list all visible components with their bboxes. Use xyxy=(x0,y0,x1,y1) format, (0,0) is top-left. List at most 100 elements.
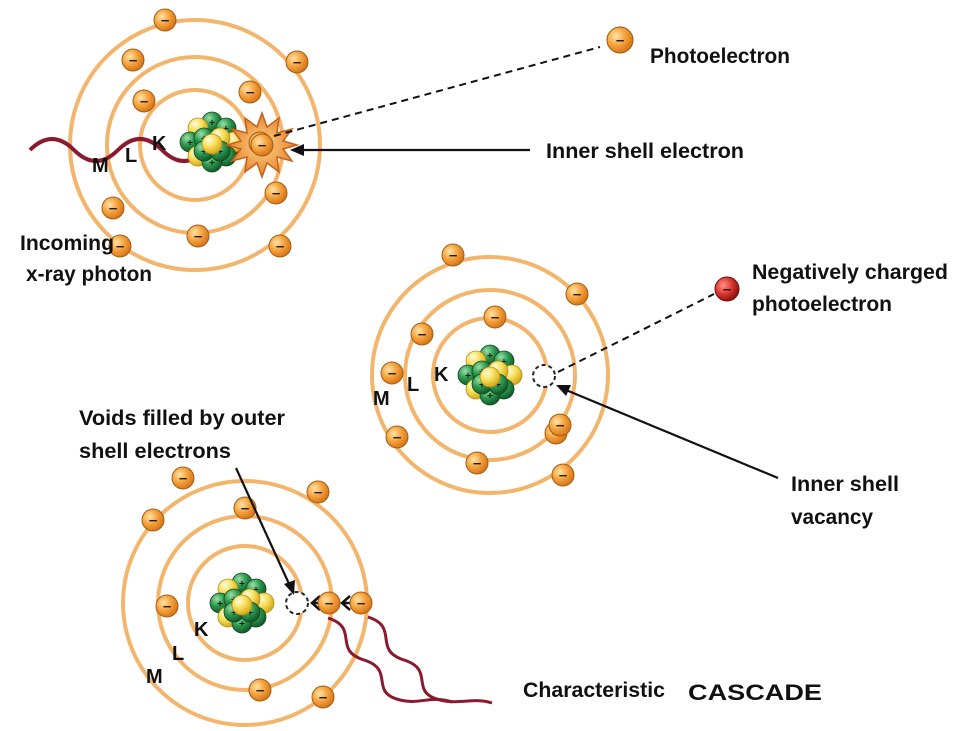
photoelectron-icon: − xyxy=(606,26,634,54)
proton-sign: + xyxy=(209,118,216,127)
svg-text:−: − xyxy=(160,14,170,28)
photoelectron-label: Photoelectron xyxy=(650,45,790,68)
svg-text:−: − xyxy=(257,139,267,153)
proton-sign: + xyxy=(223,124,230,133)
electron-icon: − xyxy=(238,80,262,104)
shell-label-m: M xyxy=(92,155,109,177)
svg-text:−: − xyxy=(178,472,188,486)
svg-text:−: − xyxy=(245,86,255,100)
electron-icon: − xyxy=(121,48,145,72)
proton-sign: + xyxy=(501,357,508,366)
proton-sign: + xyxy=(487,351,494,360)
proton-sign: + xyxy=(247,608,254,617)
electron-icon: − xyxy=(268,234,292,258)
electron-icon: − xyxy=(548,413,572,437)
svg-text:−: − xyxy=(555,419,565,433)
electron-icon: − xyxy=(285,50,309,74)
shell-label-m: M xyxy=(373,388,390,410)
shell-label-l: L xyxy=(172,643,184,665)
pointer-arrowhead-icon xyxy=(284,580,295,595)
cascade-arrowhead-icon xyxy=(340,595,351,611)
neutron-icon xyxy=(231,594,253,616)
electron-icon: − xyxy=(101,196,125,220)
svg-text:−: − xyxy=(318,691,328,705)
proton-sign: + xyxy=(201,147,208,156)
orbit-l xyxy=(403,288,577,462)
proton-sign: + xyxy=(239,579,246,588)
orbit-m xyxy=(370,255,610,495)
svg-text:−: − xyxy=(271,187,281,201)
proton-sign: + xyxy=(217,147,224,156)
electron-icon: − xyxy=(385,425,409,449)
electron-icon: − xyxy=(311,685,335,709)
pointer-arrowhead-icon xyxy=(556,385,571,396)
nucleus-icon: ++++++++ xyxy=(457,344,523,406)
pointer-arrowhead-icon xyxy=(290,144,304,156)
electron-icon: − xyxy=(565,282,589,306)
neg-photoelectron-icon: − xyxy=(714,276,740,302)
svg-text:−: − xyxy=(162,600,172,614)
electron-icon: − xyxy=(441,243,465,267)
electron-icon: − xyxy=(153,8,177,32)
neg-photoelectron-label-line1: Negatively charged xyxy=(752,261,948,284)
shell-label-k: K xyxy=(152,133,167,155)
proton-sign: + xyxy=(239,619,246,628)
incoming-label-line1: Incoming xyxy=(20,232,114,255)
svg-text:−: − xyxy=(615,34,625,48)
svg-text:−: − xyxy=(115,240,125,254)
shell-label-k: K xyxy=(194,619,209,641)
vacancy-pointer xyxy=(565,388,779,480)
shell-label-l: L xyxy=(125,145,137,167)
svg-text:−: − xyxy=(193,230,203,244)
nucleus-icon: ++++++++ xyxy=(209,572,275,634)
proton-sign: + xyxy=(187,138,194,147)
shell-label-l: L xyxy=(407,374,419,396)
svg-text:−: − xyxy=(139,95,149,109)
electron-icon: − xyxy=(410,322,434,346)
shell-label-k: K xyxy=(434,364,449,386)
electron-icon: − xyxy=(171,466,195,490)
svg-text:−: − xyxy=(392,431,402,445)
proton-sign: + xyxy=(465,371,472,380)
electron-icon: − xyxy=(551,463,575,487)
cascade-arrowhead-icon xyxy=(310,595,321,611)
proton-sign: + xyxy=(479,380,486,389)
svg-text:−: − xyxy=(387,367,397,381)
voids-label-line2: shell electrons xyxy=(79,440,231,463)
svg-text:−: − xyxy=(240,502,250,516)
vacancy-icon xyxy=(532,364,556,388)
svg-text:−: − xyxy=(148,514,158,528)
vacancy-icon xyxy=(285,591,309,615)
vacancy-label-line1: Inner shell xyxy=(791,473,899,496)
svg-text:−: − xyxy=(324,597,334,611)
photon-wave-icon xyxy=(367,615,493,705)
neg-photoelectron-label-line2: photoelectron xyxy=(752,293,892,316)
svg-text:−: − xyxy=(472,457,482,471)
inner-shell-electron-label: Inner shell electron xyxy=(546,140,744,163)
atom-3: ++++++++ xyxy=(121,479,493,727)
proton-sign: + xyxy=(253,585,260,594)
electron-icon: − xyxy=(186,224,210,248)
svg-text:−: − xyxy=(722,283,732,297)
svg-text:−: − xyxy=(448,249,458,263)
svg-text:−: − xyxy=(255,684,265,698)
electron-icon: − xyxy=(465,451,489,475)
svg-text:−: − xyxy=(356,597,366,611)
electron-icon: − xyxy=(349,591,373,615)
electron-icon: − xyxy=(155,594,179,618)
atom-2: ++++++++ xyxy=(370,255,610,495)
incoming-label-line2: x-ray photon xyxy=(26,263,152,286)
photoelectron-path xyxy=(273,46,601,137)
svg-text:−: − xyxy=(313,486,323,500)
svg-text:−: − xyxy=(275,240,285,254)
electron-icon: − xyxy=(317,591,341,615)
neg-photoelectron-path xyxy=(557,293,715,373)
svg-text:−: − xyxy=(292,56,302,70)
electron-icon: − xyxy=(248,678,272,702)
electron-icon: − xyxy=(306,480,330,504)
electron-icon: − xyxy=(380,361,404,385)
vacancy-label-line2: vacancy xyxy=(791,506,873,529)
electron-icon: − xyxy=(483,305,507,329)
